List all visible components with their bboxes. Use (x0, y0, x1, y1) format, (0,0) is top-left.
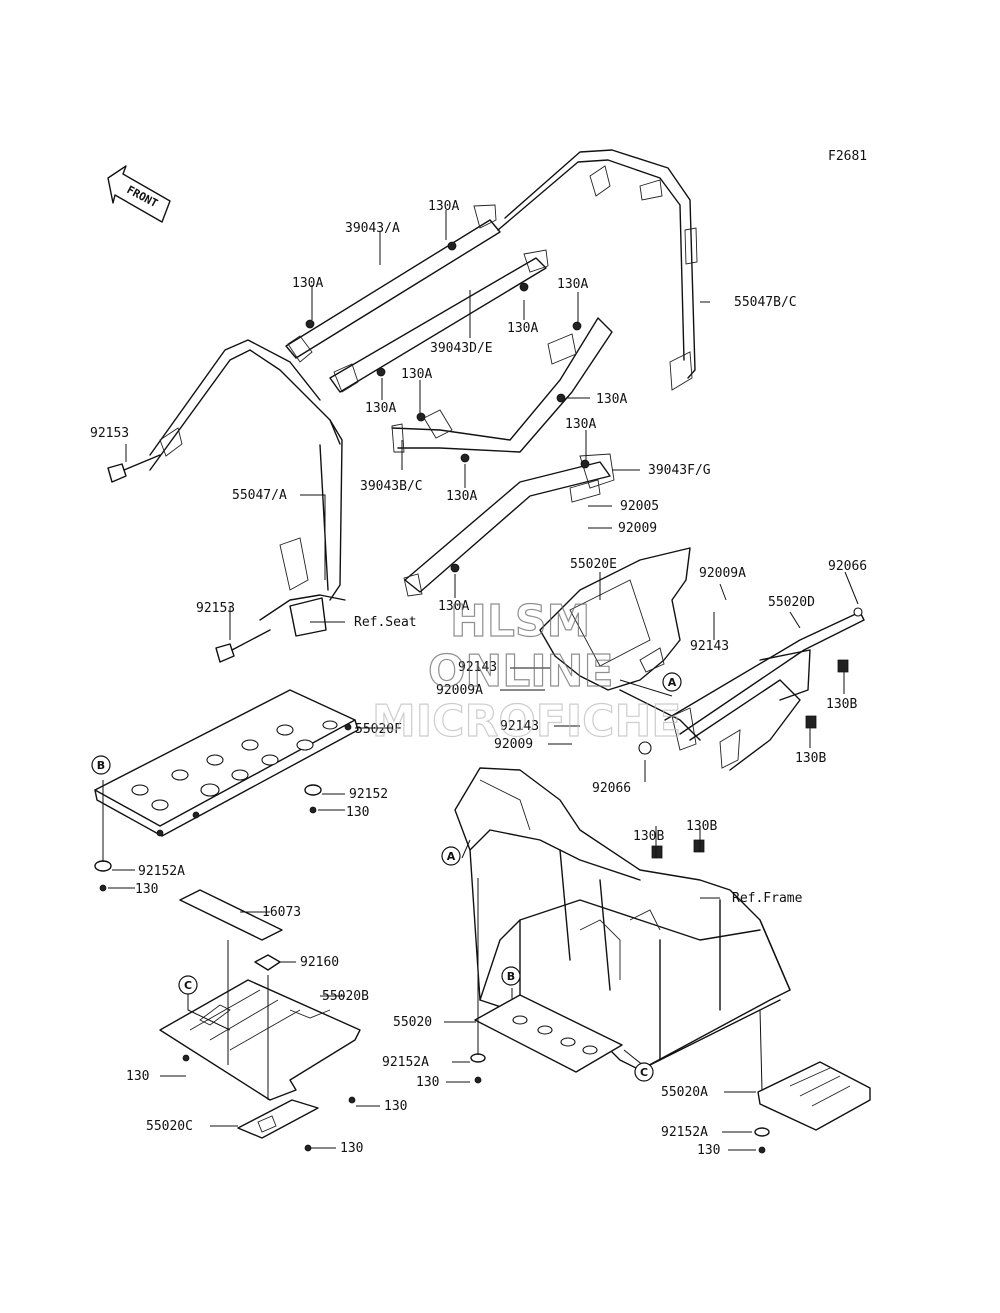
label-92066: 92066 (592, 781, 631, 796)
label-ref-seat: Ref.Seat (354, 615, 417, 630)
skid-plate-55020f (94, 689, 359, 837)
diagram-code: F2681 (828, 149, 867, 164)
svg-text:C: C (640, 1066, 648, 1079)
lower-bar-39043fg (403, 453, 615, 597)
label-92152a: 92152A (661, 1125, 708, 1140)
bar-55020d (619, 607, 865, 859)
label-130b: 130B (826, 697, 857, 712)
label-92160: 92160 (300, 955, 339, 970)
label-92143: 92143 (690, 639, 729, 654)
label-92152: 92152 (349, 787, 388, 802)
svg-text:C: C (184, 979, 192, 992)
skid-plate-55020b (159, 979, 361, 1104)
label-130: 130 (346, 805, 369, 820)
label-92066: 92066 (828, 559, 867, 574)
watermark-line-2: ONLINE (428, 646, 614, 697)
label-130: 130 (697, 1143, 720, 1158)
label-55020b: 55020B (322, 989, 369, 1004)
skid-plate-55020 (470, 994, 623, 1084)
label-130a: 130A (438, 599, 469, 614)
svg-text:A: A (447, 850, 456, 863)
label-55020a: 55020A (661, 1085, 708, 1100)
front-rops-55047a (149, 339, 346, 637)
label-130b: 130B (633, 829, 664, 844)
label-39043fg: 39043F/G (648, 463, 711, 478)
label-55020c: 55020C (146, 1119, 193, 1134)
label-130: 130 (126, 1069, 149, 1084)
rear-rops-55047bc (497, 149, 698, 391)
label-55020d: 55020D (768, 595, 815, 610)
label-39043de: 39043D/E (430, 341, 493, 356)
bolt-130a-icons (305, 241, 590, 573)
ref-marker-c2: C (634, 1062, 654, 1082)
label-130a: 130A (401, 367, 432, 382)
label-55047bc: 55047B/C (734, 295, 797, 310)
label-92009a: 92009A (436, 683, 483, 698)
label-130a: 130A (365, 401, 396, 416)
label-130a: 130A (507, 321, 538, 336)
ref-marker-c1: C (178, 975, 198, 995)
clip-92160 (254, 954, 281, 971)
label-130a: 130A (292, 276, 323, 291)
label-92152a: 92152A (382, 1055, 429, 1070)
svg-text:A: A (668, 676, 677, 689)
label-130a: 130A (428, 199, 459, 214)
label-ref-frame: Ref.Frame (732, 891, 803, 906)
label-55020: 55020 (393, 1015, 432, 1030)
label-130: 130 (340, 1141, 363, 1156)
label-39043a: 39043/A (345, 221, 400, 236)
upper-bar-39043a (285, 204, 501, 363)
ref-marker-b1: B (91, 755, 111, 775)
ref-marker-a2: A (441, 846, 461, 866)
skid-plate-55020a (754, 1061, 871, 1154)
svg-text:B: B (507, 970, 515, 983)
label-130a: 130A (446, 489, 477, 504)
label-130a: 130A (596, 392, 627, 407)
leader-lines (102, 210, 859, 1151)
label-130b: 130B (686, 819, 717, 834)
label-130b: 130B (795, 751, 826, 766)
label-55047a: 55047/A (232, 488, 287, 503)
label-39043bc: 39043B/C (360, 479, 423, 494)
label-92009: 92009 (494, 737, 533, 752)
watermark-line-1: HLSM (450, 596, 590, 647)
label-130a: 130A (565, 417, 596, 432)
label-130a: 130A (557, 277, 588, 292)
label-130: 130 (416, 1075, 439, 1090)
label-92143: 92143 (500, 719, 539, 734)
ref-marker-a1: A (662, 672, 682, 692)
ref-marker-b2: B (501, 966, 521, 986)
label-92153: 92153 (90, 426, 129, 441)
front-arrow-icon: FRONT (107, 165, 171, 223)
label-16073: 16073 (262, 905, 301, 920)
upper-bar-39043de (329, 249, 549, 393)
label-130: 130 (384, 1099, 407, 1114)
label-92009a: 92009A (699, 566, 746, 581)
mid-bar-39043bc (391, 317, 613, 453)
svg-text:B: B (97, 759, 105, 772)
label-55020f: 55020F (355, 722, 402, 737)
label-92009: 92009 (618, 521, 657, 536)
watermark-line-3: MICROFICHE (372, 696, 681, 747)
label-92143: 92143 (458, 660, 497, 675)
skid-plate-55020c (237, 1099, 319, 1152)
callout-labels: 130A 39043/A 130A 130A 55047B/C 130A 390… (90, 199, 867, 1158)
fender-55020e (539, 547, 691, 691)
label-92152a: 92152A (138, 864, 185, 879)
label-92005: 92005 (620, 499, 659, 514)
label-92153: 92153 (196, 601, 235, 616)
bolt-92153-icons (107, 454, 271, 663)
insulator-16073 (179, 889, 283, 941)
label-130: 130 (135, 882, 158, 897)
watermark: HLSM ONLINE MICROFICHE (371, 595, 682, 747)
label-55020e: 55020E (570, 557, 617, 572)
